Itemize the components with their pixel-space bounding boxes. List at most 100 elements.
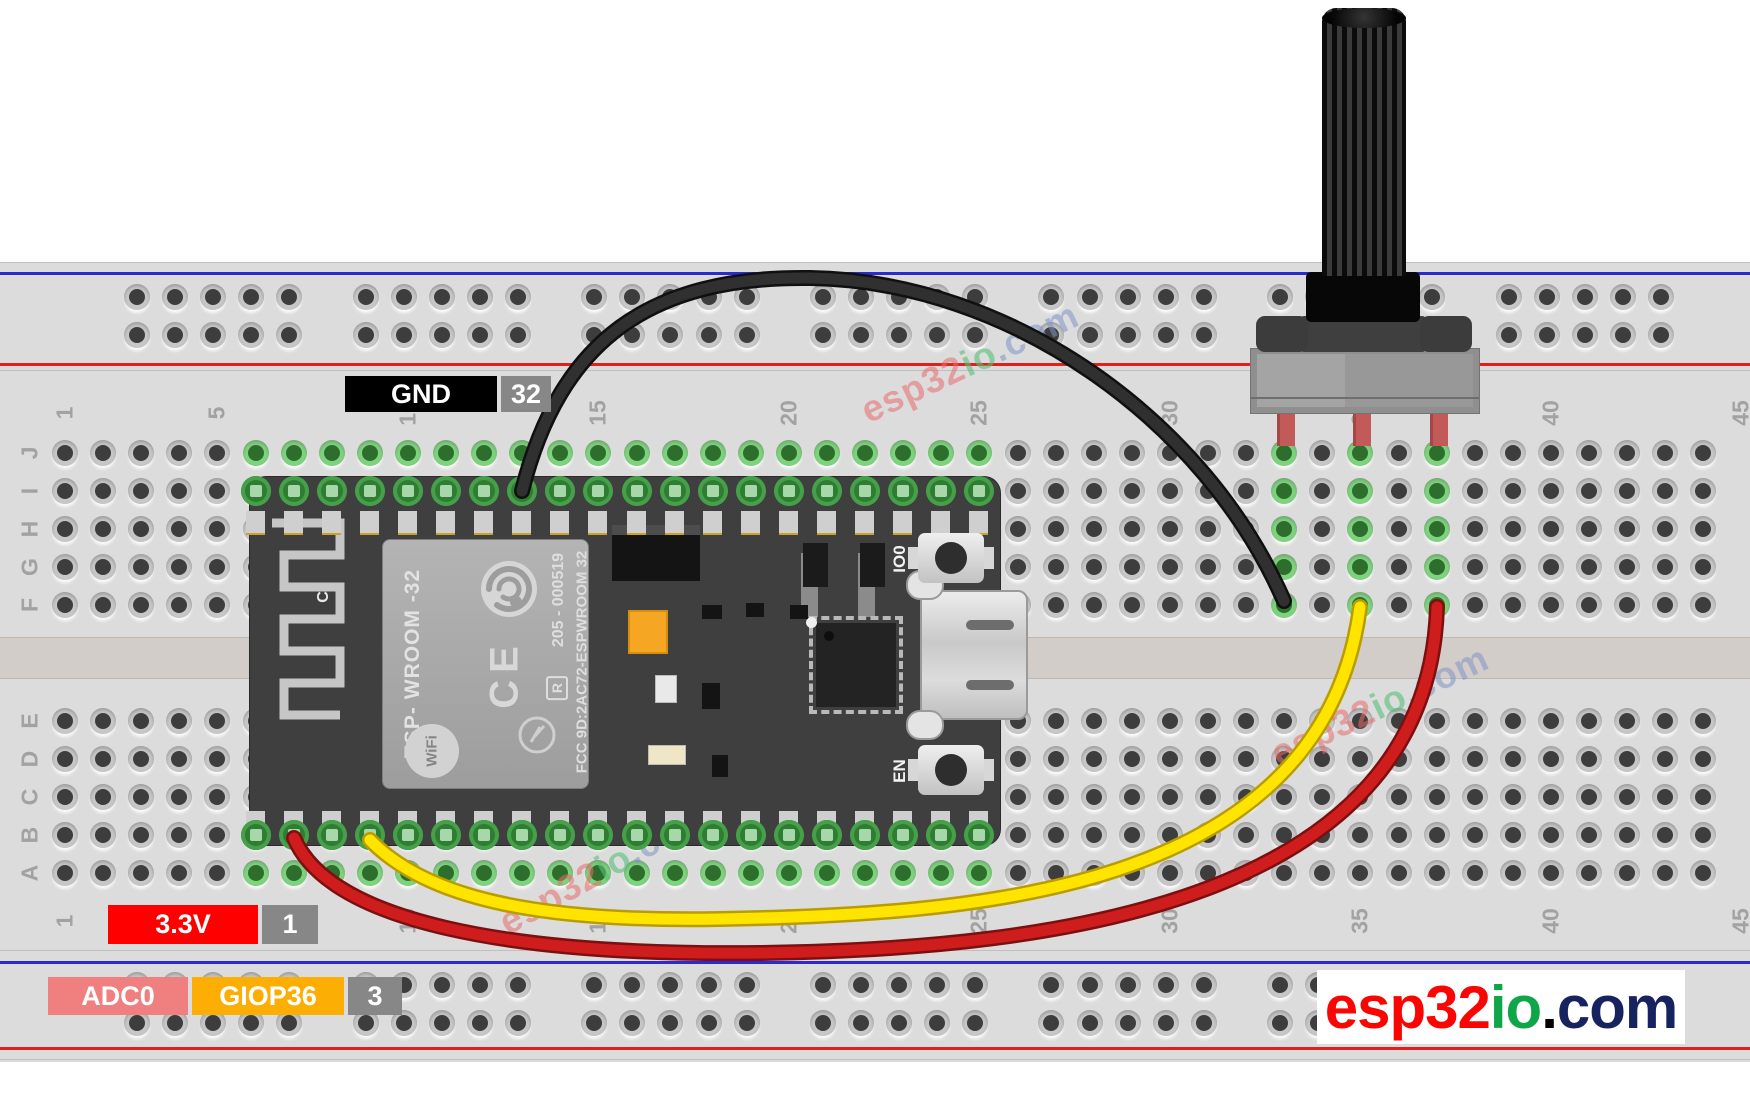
esp32-header-pin (850, 476, 881, 506)
breadboard-hole (886, 972, 912, 998)
breadboard-hole (356, 440, 383, 466)
potentiometer-pin (1353, 412, 1371, 446)
io0-label: IO0 (890, 545, 909, 573)
breadboard-hole (166, 860, 193, 886)
breadboard-hole (428, 972, 455, 998)
breadboard-hole (924, 322, 951, 348)
potentiometer-knob-shaft[interactable] (1322, 8, 1406, 276)
breadboard-hole (1076, 284, 1103, 310)
breadboard-hole (1114, 1010, 1141, 1036)
column-number: 40 (1537, 400, 1564, 426)
bottom-rail-red-line (0, 1047, 1750, 1050)
wifi-logo: WiFi (405, 724, 459, 778)
breadboard-hole (1652, 784, 1679, 810)
breadboard-hole (52, 516, 78, 542)
breadboard-hole (1576, 822, 1602, 848)
esp32-board[interactable]: C ESP- WROOM -32 CE 205 - 000519 R FCC 9… (240, 476, 1028, 850)
column-number: 15 (584, 400, 611, 426)
breadboard-hole (1576, 746, 1602, 772)
esp32-header-pin (621, 476, 652, 506)
breadboard-hole (1614, 592, 1641, 618)
breadboard-hole (1690, 784, 1717, 810)
cert-mark-icon (518, 716, 556, 754)
breadboard-hole (1385, 784, 1412, 810)
breadboard-hole (1233, 746, 1260, 772)
breadboard-hole (52, 822, 78, 848)
breadboard-hole (318, 440, 345, 466)
breadboard-hole (276, 322, 303, 348)
io0-button[interactable] (908, 533, 984, 583)
breadboard-hole (1537, 708, 1564, 734)
breadboard-hole (352, 322, 379, 348)
breadboard-hole (1499, 860, 1526, 886)
breadboard-hole (505, 284, 531, 310)
breadboard-hole (852, 860, 879, 886)
breadboard-hole (1499, 746, 1526, 772)
breadboard-hole (962, 1010, 989, 1036)
castellated-pad (969, 511, 989, 533)
breadboard-hole (1423, 708, 1450, 734)
smd-component (702, 683, 720, 709)
breadboard-hole (1156, 592, 1183, 618)
castellated-pad (588, 511, 608, 533)
breadboard-hole (1042, 478, 1069, 504)
esp32-header-pin (735, 476, 766, 506)
breadboard-hole (52, 440, 78, 466)
breadboard-hole (1118, 784, 1145, 810)
breadboard-hole (1118, 746, 1145, 772)
breadboard-hole (1652, 860, 1679, 886)
breadboard-hole (1080, 708, 1107, 734)
breadboard-hole (1537, 592, 1564, 618)
breadboard-hole (1190, 284, 1217, 310)
castellated-pad (778, 511, 798, 533)
breadboard-hole (90, 516, 117, 542)
breadboard-hole (1004, 554, 1031, 580)
breadboard-hole (471, 440, 498, 466)
breadboard-hole (1156, 516, 1183, 542)
breadboard-hole (1690, 554, 1717, 580)
breadboard-hole (619, 972, 646, 998)
power-pin-badge: 3.3V 1 (108, 905, 318, 944)
breadboard-hole (162, 284, 189, 310)
column-number: 5 (203, 406, 230, 420)
breadboard-hole (1118, 822, 1145, 848)
en-button[interactable] (908, 745, 984, 795)
breadboard-hole (1152, 972, 1179, 998)
esp32-header-pin (316, 820, 347, 850)
breadboard-hole (1271, 822, 1298, 848)
esp32-header-pin (240, 476, 271, 506)
breadboard-hole (1347, 478, 1374, 504)
column-number: 1 (51, 406, 78, 420)
fcc-id: FCC 9D:2AC72-ESPWROOM 32 (573, 550, 591, 774)
breadboard-hole (1152, 284, 1179, 310)
breadboard-hole (699, 440, 726, 466)
esp32-header-pin (240, 820, 271, 850)
breadboard-hole (242, 860, 269, 886)
breadboard-hole (847, 972, 874, 998)
breadboard-hole (1004, 478, 1031, 504)
breadboard-hole (1233, 860, 1260, 886)
column-number: 45 (1727, 908, 1750, 934)
potentiometer-pin (1430, 412, 1448, 446)
breadboard-hole (1233, 822, 1260, 848)
breadboard-hole (1690, 440, 1717, 466)
breadboard-hole (52, 746, 78, 772)
breadboard-hole (1271, 860, 1298, 886)
castellated-pad (664, 511, 684, 533)
breadboard-hole (847, 284, 874, 310)
breadboard-hole (1118, 860, 1145, 886)
breadboard-hole (1652, 592, 1679, 618)
adc-label: ADC0 (48, 977, 188, 1015)
potentiometer[interactable] (1240, 0, 1490, 470)
breadboard-bottom-edge (0, 1059, 1750, 1060)
esp32-header-pin (888, 820, 919, 850)
breadboard-hole (90, 860, 117, 886)
esp32-header-pin (697, 820, 728, 850)
breadboard-hole (166, 784, 193, 810)
breadboard-hole (733, 284, 760, 310)
breadboard-hole (1118, 478, 1145, 504)
castellated-pad (359, 511, 379, 533)
castellated-pad (245, 511, 265, 533)
breadboard-hole (847, 322, 874, 348)
breadboard-hole (1652, 746, 1679, 772)
